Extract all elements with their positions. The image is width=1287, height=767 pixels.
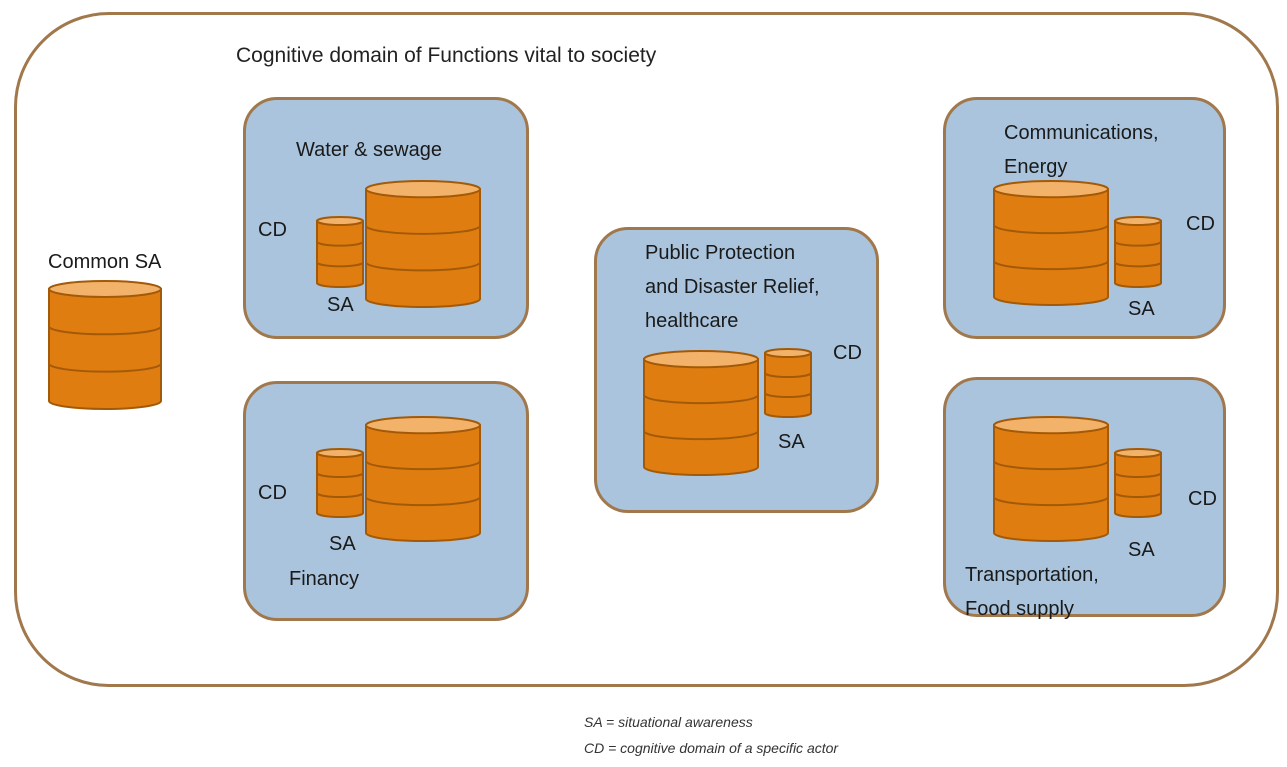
water-title: Water & sewage (296, 139, 442, 161)
comms-cd-label: CD (1186, 213, 1215, 235)
transport-cd-cylinder (993, 416, 1109, 542)
comms-sa-label: SA (1128, 298, 1155, 320)
legend-sa: SA = situational awareness (584, 714, 753, 730)
common-sa-label: Common SA (48, 251, 162, 273)
public-title: Public Protection and Disaster Relief, h… (645, 242, 820, 332)
water-cd-cylinder (365, 180, 481, 308)
comms-cd-cylinder (993, 180, 1109, 306)
comms-title: Communications, Energy (1004, 122, 1159, 178)
finance-title: Financy (289, 568, 360, 590)
finance-sa-label: SA (329, 533, 356, 555)
public-sa-cylinder (764, 348, 812, 418)
society-domain-container (14, 12, 1279, 687)
legend-cd: CD = cognitive domain of a specific acto… (584, 740, 839, 756)
finance-cd-cylinder (365, 416, 481, 542)
transport-sa-cylinder (1114, 448, 1162, 518)
transport-sa-label: SA (1128, 539, 1155, 561)
water-sa-cylinder (316, 216, 364, 288)
public-sa-label: SA (778, 431, 805, 453)
transport-cd-label: CD (1188, 488, 1217, 510)
water-sa-label: SA (327, 294, 354, 316)
water-cd-label: CD (258, 219, 287, 241)
comms-sa-cylinder (1114, 216, 1162, 288)
common-sa-cylinder (48, 279, 162, 410)
diagram-title: Cognitive domain of Functions vital to s… (236, 44, 657, 67)
finance-sa-cylinder (316, 448, 364, 518)
public-cd-cylinder (643, 350, 759, 476)
finance-cd-label: CD (258, 482, 287, 504)
public-cd-label: CD (833, 342, 862, 364)
transport-title: Transportation, Food supply (965, 564, 1099, 620)
